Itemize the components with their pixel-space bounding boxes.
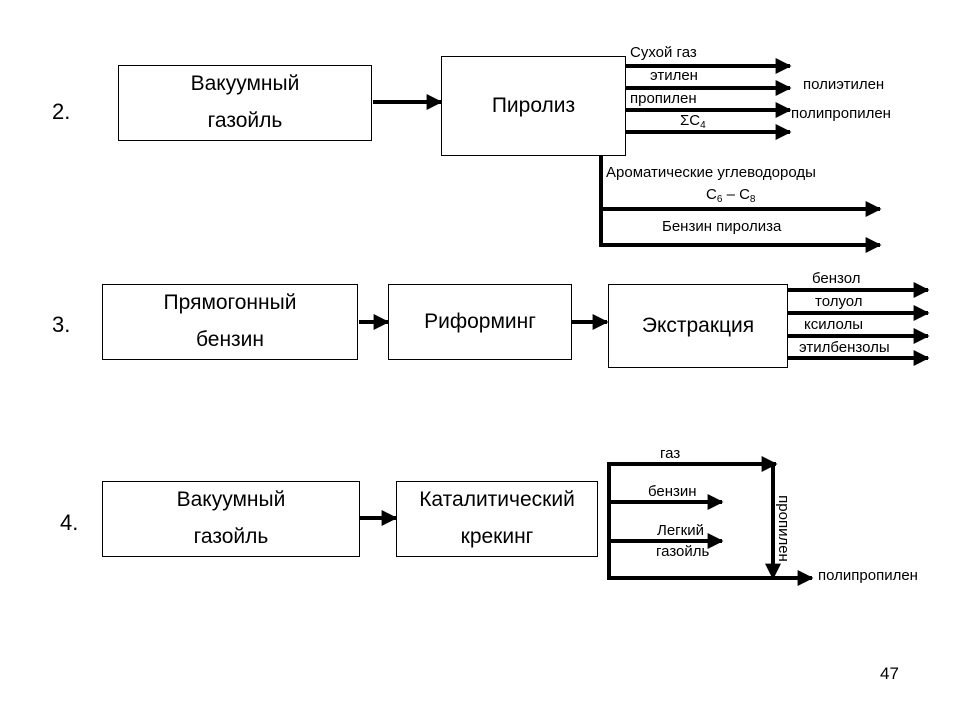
process-label: Пиролиз bbox=[491, 93, 576, 117]
product-label-ethylene: этилен bbox=[650, 67, 698, 84]
feed-line-1: Вакуумный bbox=[176, 488, 286, 512]
product-label-toluene: толуол bbox=[815, 293, 863, 310]
product-label-pyrolysis-gasoline: Бензин пиролиза bbox=[662, 218, 782, 235]
process-label: Экстракция bbox=[641, 313, 755, 337]
row-number-4: 4. bbox=[60, 510, 79, 535]
derivative-label-polyethylene: полиэтилен bbox=[803, 76, 885, 93]
product-label-gasoline: бензин bbox=[648, 483, 697, 500]
product-label-gas: газ bbox=[660, 445, 681, 462]
product-label-propylene: пропилен bbox=[630, 90, 697, 107]
product-label-ethylbenzenes: этилбензолы bbox=[799, 339, 890, 356]
feed-box-straight-run-gasoline: Прямогонный бензин bbox=[102, 284, 358, 360]
feed-line-2: бензин bbox=[195, 328, 265, 351]
product-label-c6c8: C6 – C8 bbox=[706, 187, 755, 205]
c6c8-dash: – C bbox=[722, 186, 750, 203]
product-label-c4: ΣC4 bbox=[680, 113, 706, 131]
feed-box-vacuum-gasoil-row4: Вакуумный газойль bbox=[102, 481, 360, 557]
product-label-benzene: бензол bbox=[812, 270, 861, 287]
feed-line-1: Прямогонный bbox=[163, 291, 297, 315]
feed-line-2: газойль bbox=[193, 525, 269, 548]
derivative-label-polypropylene-row4: полипропилен bbox=[818, 567, 918, 584]
process-line-1: Каталитический bbox=[419, 488, 575, 512]
c8-subscript: 8 bbox=[749, 194, 756, 205]
process-box-pyrolysis: Пиролиз bbox=[441, 56, 626, 156]
side-label-propylene: пропилен bbox=[774, 495, 792, 562]
product-label-light-gasoil-2: газойль bbox=[656, 543, 710, 560]
product-label-xylenes: ксилолы bbox=[804, 316, 864, 333]
c6-subscript: 6 bbox=[716, 194, 723, 205]
c4-subscript: 4 bbox=[700, 120, 706, 131]
process-box-extraction: Экстракция bbox=[608, 284, 788, 368]
process-box-reforming: Риформинг bbox=[388, 284, 572, 360]
product-label-aromatics: Ароматические углеводороды bbox=[606, 164, 816, 181]
feed-box-vacuum-gasoil-row2: Вакуумный газойль bbox=[118, 65, 372, 141]
process-box-catalytic-cracking: Каталитический крекинг bbox=[396, 481, 598, 557]
process-line-2: крекинг bbox=[460, 525, 534, 548]
feed-line-1: Вакуумный bbox=[190, 72, 300, 96]
page-number: 47 bbox=[880, 664, 899, 683]
c6c8-c: C bbox=[706, 186, 717, 203]
product-label-light-gasoil-1: Легкий bbox=[657, 522, 704, 539]
process-label: Риформинг bbox=[424, 309, 536, 333]
product-label-dry-gas: Сухой газ bbox=[630, 44, 697, 61]
row-number-2: 2. bbox=[52, 99, 71, 124]
derivative-label-polypropylene: полипропилен bbox=[791, 105, 891, 122]
c4-text: ΣC bbox=[680, 112, 701, 129]
feed-line-2: газойль bbox=[207, 109, 283, 132]
row-number-3: 3. bbox=[52, 312, 71, 337]
